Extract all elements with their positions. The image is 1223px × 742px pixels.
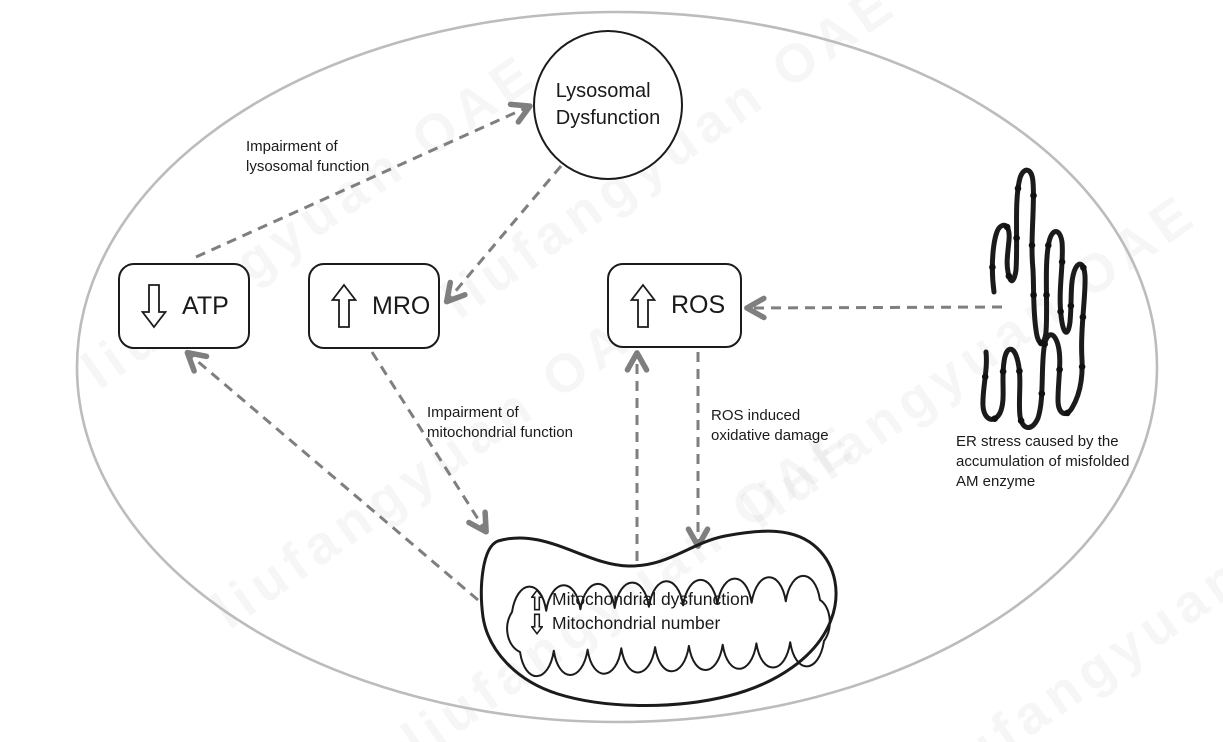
node-mro: MRO xyxy=(308,263,440,349)
up-arrow-icon xyxy=(630,283,656,328)
cell-membrane xyxy=(75,10,1159,724)
mitochondrion-outer-membrane xyxy=(479,529,838,707)
annotation-line: lysosomal function xyxy=(246,158,370,175)
arrow-lysosome-to-mro xyxy=(443,165,563,305)
arrow-mitochondrion-to-atp xyxy=(184,349,479,602)
annotation-line: Impairment of xyxy=(246,138,338,155)
mitochondrion-labels: Mitochondrial dysfunction Mitochondrial … xyxy=(531,588,749,636)
up-arrow-icon xyxy=(331,283,357,328)
node-atp: ATP xyxy=(118,263,250,349)
atp-label: ATP xyxy=(182,291,229,320)
er-ribosome-dots xyxy=(981,185,1087,425)
lysosome-label-line2: Dysfunction xyxy=(555,107,661,129)
arrow-atp-to-lysosome xyxy=(195,101,533,259)
annotation-line: ROS induced xyxy=(711,407,801,424)
ribosome-dot xyxy=(1058,258,1066,266)
ribosome-dot xyxy=(981,373,989,381)
ribosome-dot xyxy=(1067,302,1075,310)
ribosome-dot xyxy=(991,415,998,423)
node-lysosomal-dysfunction: Lysosomal Dysfunction xyxy=(533,30,683,180)
annotation-line: ER stress caused by the xyxy=(956,433,1119,450)
ribosome-dot xyxy=(1003,223,1011,231)
down-arrow-icon xyxy=(531,613,543,635)
ribosome-dot xyxy=(1017,417,1025,425)
mro-label: MRO xyxy=(372,291,431,320)
ribosome-dot xyxy=(1079,313,1087,321)
arrow-mro-to-mitochondrion xyxy=(370,351,489,535)
annotation-line: AM enzyme xyxy=(956,473,1036,490)
ribosome-dot xyxy=(1030,291,1037,299)
ribosome-dot xyxy=(1078,363,1086,371)
down-arrow-icon xyxy=(141,284,167,329)
ribosome-dot xyxy=(1028,242,1036,249)
annotation-ros-damage: ROS induced oxidative damage xyxy=(711,406,829,446)
ribosome-dot xyxy=(999,368,1007,375)
ribosome-dot xyxy=(1057,308,1064,315)
annotation-line: Impairment of xyxy=(427,404,519,421)
ribosome-dot xyxy=(1016,367,1023,375)
annotation-line: mitochondrial function xyxy=(427,424,573,441)
ribosome-dot xyxy=(1064,409,1071,417)
ribosome-dot xyxy=(1045,242,1052,249)
lysosome-label-line1: Lysosomal xyxy=(555,80,651,102)
ros-label: ROS xyxy=(671,291,726,319)
ribosome-dot xyxy=(1080,264,1087,272)
endoplasmic-reticulum xyxy=(980,167,1088,430)
ribosome-dot xyxy=(989,263,996,271)
ribosome-dot xyxy=(1043,291,1050,299)
ribosome-dot xyxy=(1005,272,1013,280)
up-arrow-icon xyxy=(531,588,543,610)
annotation-mitochondrial-impairment: Impairment of mitochondrial function xyxy=(427,403,573,443)
ribosome-dot xyxy=(1013,234,1020,242)
annotation-line: accumulation of misfolded xyxy=(956,453,1130,470)
ribosome-dot xyxy=(1030,192,1037,199)
annotation-line: oxidative damage xyxy=(711,427,829,444)
ribosome-dot xyxy=(1056,366,1063,373)
mitochondrion-cristae xyxy=(506,574,831,678)
mitochondrial-number-label: Mitochondrial number xyxy=(552,613,721,633)
ribosome-dot xyxy=(1038,390,1046,397)
mitochondrial-dysfunction-label: Mitochondrial dysfunction xyxy=(552,589,750,609)
ribosome-dot xyxy=(1014,185,1022,192)
annotation-lysosomal-impairment: Impairment of lysosomal function xyxy=(246,137,369,177)
node-ros: ROS xyxy=(607,263,742,348)
annotation-er-stress: ER stress caused by the accumulation of … xyxy=(956,432,1129,492)
arrow-er-to-ros xyxy=(744,295,1003,321)
ribosome-dot xyxy=(1041,340,1048,348)
